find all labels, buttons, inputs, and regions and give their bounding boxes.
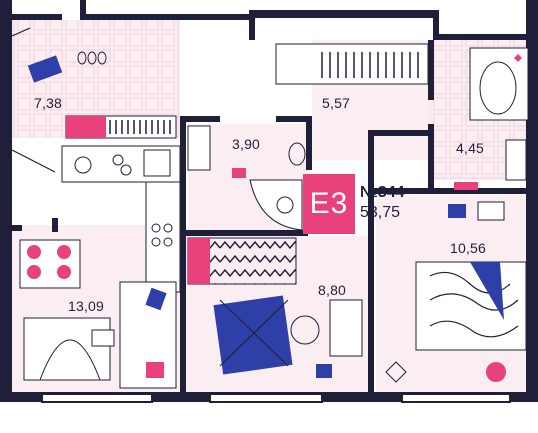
hall-furniture — [11, 27, 177, 173]
sofa — [23, 281, 177, 389]
apartment-number: №344 — [360, 184, 405, 201]
small-bedroom-furniture — [187, 237, 363, 378]
main-bedroom-furniture — [385, 201, 527, 383]
room-area-wc: 4,45 — [456, 140, 485, 156]
kitchen-counter — [61, 145, 181, 293]
room-area-bedroom-main: 10,56 — [450, 240, 487, 256]
apartment-type-badge: E3 — [303, 174, 355, 234]
room-area-kitchen-living: 13,09 — [68, 298, 105, 314]
dining-table — [19, 239, 81, 289]
wardrobe — [275, 43, 429, 85]
room-area-corridor: 5,57 — [322, 95, 351, 111]
wc-fixtures — [454, 47, 529, 190]
apartment-total-area: 53,75 — [360, 204, 401, 221]
room-area-bathroom: 3,90 — [232, 136, 261, 152]
room-area-bedroom-small: 8,80 — [318, 282, 347, 298]
windows — [41, 393, 511, 403]
bathroom-fixtures — [187, 125, 306, 231]
room-area-hall: 7,38 — [34, 95, 63, 111]
